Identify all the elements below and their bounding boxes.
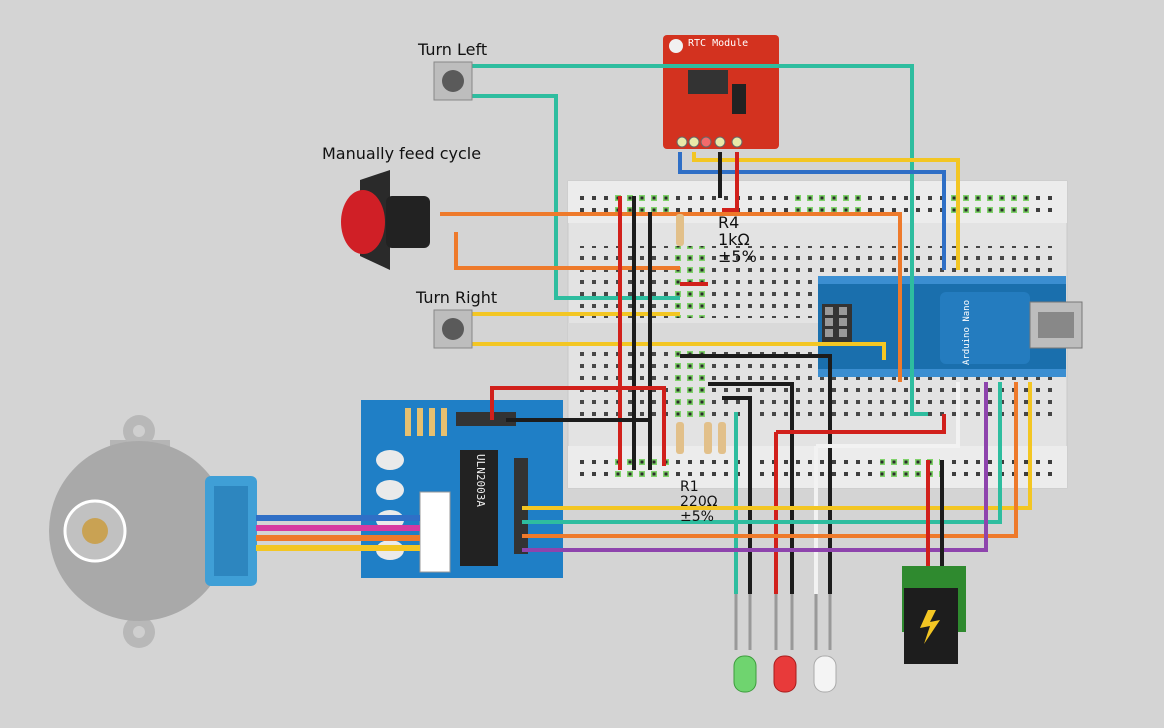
led-green (733, 594, 757, 693)
manual-feed-label: Manually feed cycle (322, 144, 482, 163)
driver-chip-label: ULN2003A (474, 454, 487, 507)
resistor-r1-name: R1 (680, 479, 699, 495)
nano-board-label: Arduino Nano (962, 300, 972, 366)
dc-power-jack (902, 566, 966, 664)
resistor-r1-label: R1 220Ω ±5% (680, 480, 717, 525)
wires (256, 64, 1032, 594)
arduino-nano (818, 276, 1083, 377)
turn-left-button[interactable] (433, 61, 473, 101)
turn-left-label: Turn Left (418, 40, 488, 59)
resistor-r1-tolerance: ±5% (680, 509, 714, 525)
rtc-module-title: RTC Module (688, 38, 749, 49)
lightning-icon (920, 610, 940, 644)
turn-right-label: Turn Right (416, 288, 498, 307)
resistor-r4-name: R4 (718, 213, 740, 232)
resistors (676, 214, 726, 454)
resistor-r4-value: 1kΩ (718, 230, 750, 249)
resistor-r1-value: 220Ω (680, 494, 718, 510)
resistor-r4-label: R4 1kΩ ±5% (718, 214, 757, 265)
stepper-motor (49, 415, 257, 648)
turn-right-button[interactable] (433, 309, 473, 349)
led-red (773, 594, 797, 693)
led-white (813, 594, 837, 693)
manual-feed-button[interactable] (341, 170, 430, 270)
resistor-r4-tolerance: ±5% (718, 247, 757, 266)
rtc-module (663, 35, 779, 149)
